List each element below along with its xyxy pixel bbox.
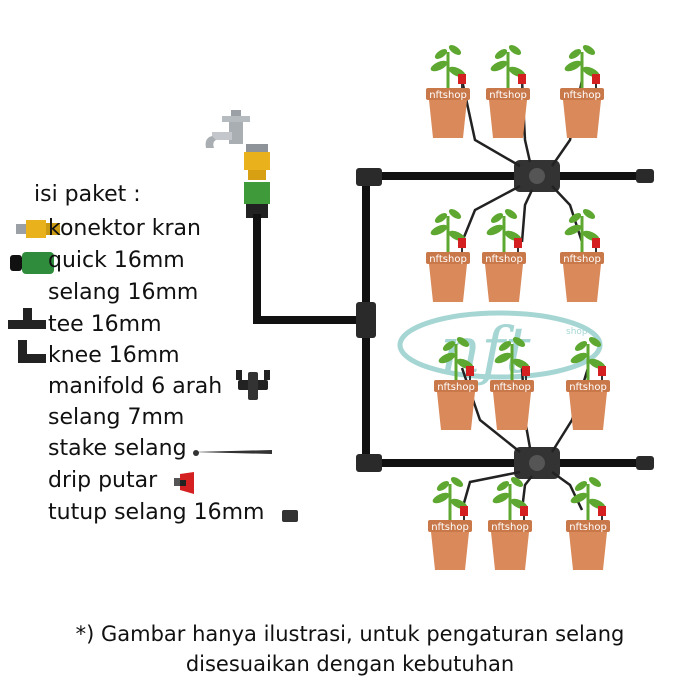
item-manifold: manifold 6 arah — [48, 374, 223, 399]
item-konektor-kran: konektor kran — [48, 216, 201, 241]
package-title: isi paket : — [34, 182, 141, 207]
faucet-icon — [205, 110, 270, 218]
pot-label: nftshop — [489, 90, 527, 101]
pot-label: nftshop — [431, 522, 469, 533]
plant-pot: nftshop — [482, 209, 526, 302]
pot-label: nftshop — [493, 382, 531, 393]
elbow-fitting-icon — [18, 340, 46, 363]
plant-pot: nftshop — [490, 337, 534, 430]
plant-pot: nftshop — [428, 477, 472, 570]
watermark-text: nft — [440, 314, 531, 388]
plant-pot: nftshop — [426, 209, 470, 302]
hose-fittings — [356, 168, 654, 472]
pot-label: nftshop — [569, 382, 607, 393]
tee-fitting-icon — [8, 308, 46, 329]
pot-label: nftshop — [491, 522, 529, 533]
quick-connector-icon — [10, 252, 54, 274]
plant-pot: nftshop — [566, 477, 610, 570]
plant-pot: nftshop — [488, 477, 532, 570]
item-selang-7: selang 7mm — [48, 405, 185, 430]
manifold-icon — [236, 370, 270, 400]
plant-pot: nftshop — [560, 209, 604, 302]
item-knee: knee 16mm — [48, 343, 180, 368]
hose-network — [253, 172, 644, 467]
plant-pot: nftshop — [434, 337, 478, 430]
pot-label: nftshop — [485, 254, 523, 265]
item-stake: stake selang — [48, 436, 187, 461]
pot-label: nftshop — [563, 90, 601, 101]
plant-pot: nftshop — [486, 45, 530, 138]
pot-label: nftshop — [569, 522, 607, 533]
footer-note-line1: *) Gambar hanya ilustrasi, untuk pengatu… — [75, 622, 625, 646]
plant-pot: nftshop — [566, 337, 610, 430]
plant-pot: nftshop — [426, 45, 470, 138]
hose-cap — [636, 169, 654, 183]
hose-cap-icon — [282, 510, 298, 522]
footer-note-line2: disesuaikan dengan kebutuhan — [185, 652, 515, 676]
pot-label: nftshop — [563, 254, 601, 265]
manifold-lower — [514, 447, 560, 479]
pot-label: nftshop — [437, 382, 475, 393]
pot-label: nftshop — [429, 90, 467, 101]
hose-cap — [636, 456, 654, 470]
item-tee: tee 16mm — [48, 312, 162, 337]
item-quick: quick 16mm — [48, 248, 185, 273]
plant-pot: nftshop — [560, 45, 604, 138]
drip-emitter-icon — [174, 472, 194, 494]
item-drip: drip putar — [48, 468, 158, 493]
item-tutup-selang: tutup selang 16mm — [48, 500, 265, 525]
item-selang-16: selang 16mm — [48, 280, 199, 305]
pot-label: nftshop — [429, 254, 467, 265]
watermark-subtext: shop — [566, 327, 588, 337]
manifold-upper — [514, 160, 560, 192]
stake-icon — [192, 450, 272, 456]
faucet-connector-icon — [16, 220, 60, 238]
